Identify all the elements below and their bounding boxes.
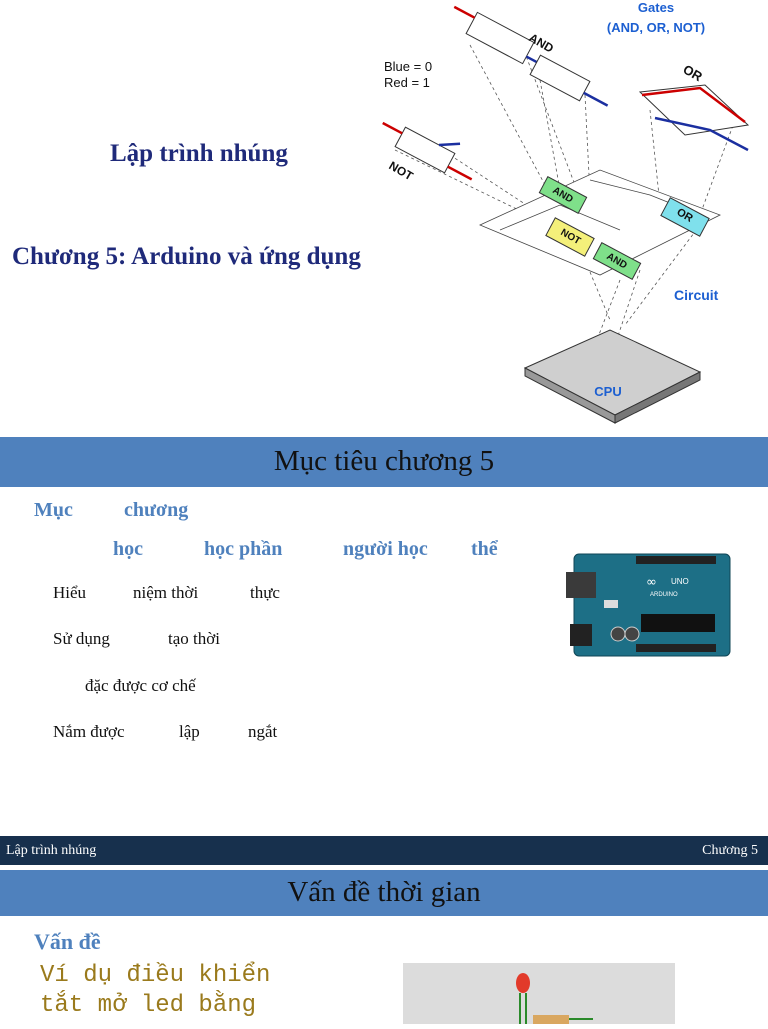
item1-word3: thực [250, 583, 280, 602]
course-title: Lập trình nhúng [110, 140, 288, 167]
item3-word1: đặc được cơ chế [85, 676, 196, 695]
code-line-1: Ví dụ điều khiển [40, 962, 271, 989]
slide2-title: Mục tiêu chương 5 [273, 445, 495, 477]
goal-word-2: chương [124, 499, 189, 521]
problem-heading: Vấn đề [34, 929, 101, 954]
footer-chapter: Chương 5 [702, 843, 758, 858]
not-gate-label: NOT [387, 158, 417, 183]
item4-word3: ngắt [248, 722, 278, 741]
slide2-header: Mục tiêu chương 5 [0, 437, 768, 487]
board-brand: UNO [671, 577, 689, 586]
circuit-and-gate-2 [592, 242, 642, 280]
gates-title: Gates [638, 0, 674, 15]
or-gate-detail [638, 84, 750, 152]
item1-word1: Hiểu [53, 583, 87, 602]
legend-red: Red = 1 [384, 75, 430, 90]
title-slide: Lập trình nhúng Chương 5: Arduino và ứng… [0, 0, 768, 434]
circuit-or-gate [660, 197, 710, 237]
cpu-chip [523, 329, 702, 424]
item4-word2: lập [179, 722, 200, 741]
circuit-not-gate [545, 217, 595, 257]
learner-word-2: học phần [204, 538, 283, 560]
footer-course: Lập trình nhúng [6, 843, 97, 858]
goal-word-1: Mục [34, 499, 73, 521]
cpu-label: CPU [594, 384, 621, 399]
learner-word-4: thể [471, 538, 498, 560]
and-gate-label: AND [527, 30, 557, 55]
or-gate-label: OR [681, 62, 706, 85]
item2-word2: tạo thời [168, 629, 220, 648]
gates-subtitle: (AND, OR, NOT) [607, 20, 705, 35]
logic-gates-diagram: Gates (AND, OR, NOT) Blue = 0 Red = 1 AN… [382, 0, 750, 424]
chapter-title: Chương 5: Arduino và ứng dụng [12, 243, 361, 270]
item2-word1: Sử dụng [53, 629, 110, 648]
led-icon [516, 973, 530, 993]
slide2-footer: Lập trình nhúng Chương 5 [0, 836, 768, 865]
learner-word-3: người học [343, 538, 428, 560]
not-gate-detail [382, 121, 473, 181]
slide3-header: Vấn đề thời gian [0, 870, 768, 916]
resistor-icon [533, 1015, 569, 1024]
slide3-title: Vấn đề thời gian [287, 876, 481, 908]
legend-blue: Blue = 0 [384, 59, 432, 74]
circuit-and-gate-1 [538, 176, 588, 214]
board-name: ARDUINO [650, 592, 678, 598]
code-line-2: tắt mở led bằng [40, 992, 257, 1019]
svg-text:∞: ∞ [646, 575, 657, 590]
circuit-label: Circuit [674, 287, 719, 303]
led-circuit-image [403, 963, 675, 1024]
item1-word2: niệm thời [133, 583, 199, 602]
arduino-board-image: ∞ UNO ARDUINO [566, 553, 731, 657]
learner-word-1: học [113, 538, 143, 560]
item4-word1: Nắm được [53, 722, 125, 741]
